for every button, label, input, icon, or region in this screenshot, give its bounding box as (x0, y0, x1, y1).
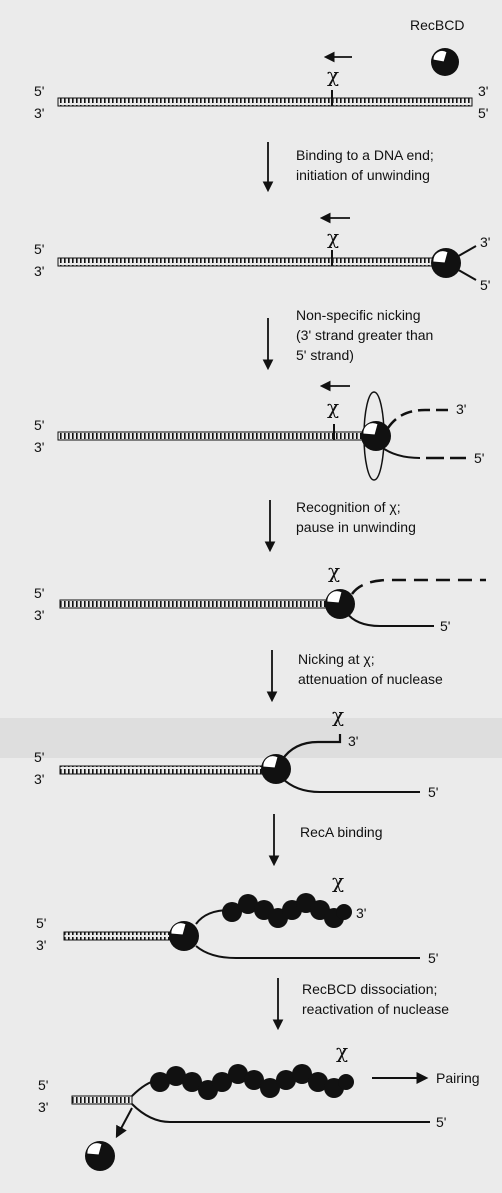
label-3prime: 3' (38, 1099, 48, 1115)
label-5prime-end: 5' (474, 450, 484, 466)
label-5prime-end: 5' (428, 784, 438, 800)
step-5-text: RecA binding (300, 824, 383, 840)
step-1-text: Binding to a DNA end; initiation of unwi… (296, 147, 438, 183)
duplex-dna (58, 258, 446, 266)
label-3prime: 3' (34, 771, 44, 787)
strand-5prime (196, 946, 420, 958)
recbcd-enzyme (261, 754, 291, 784)
reca-filament (150, 1064, 354, 1100)
strand-3prime-dashed (388, 410, 450, 428)
label-5prime-left: 5' (34, 83, 44, 99)
label-3prime-end: 3' (480, 234, 490, 250)
chi-symbol: χ (336, 1039, 348, 1063)
duplex-dna (58, 98, 472, 106)
stage-3-dna: 5' 3' χ 3' 5' (34, 386, 484, 480)
dissociation-arrow (117, 1108, 132, 1136)
chi-symbol: χ (332, 703, 344, 727)
stage-1-dna: 5' 3' 3' 5' χ RecBCD (34, 17, 488, 121)
chi-symbol: χ (327, 225, 339, 249)
label-3prime-end: 3' (356, 905, 366, 921)
recbcd-enzyme (361, 421, 391, 451)
step-3-text: Recognition of χ; pause in unwinding (296, 499, 416, 535)
recbcd-enzyme (325, 589, 355, 619)
label-5prime: 5' (34, 241, 44, 257)
strand-5prime (380, 446, 420, 458)
label-5prime-end: 5' (428, 950, 438, 966)
duplex-dna (72, 1096, 132, 1104)
step-4-text: Nicking at χ; attenuation of nuclease (298, 651, 443, 687)
recbcd-enzyme (431, 48, 459, 76)
stage-4-dna: 5' 3' χ 5' (34, 559, 486, 634)
label-3prime-right: 3' (478, 83, 488, 99)
label-5prime-end: 5' (480, 277, 490, 293)
stage-2-dna: 5' 3' χ 3' 5' (34, 218, 490, 293)
strand-5prime (132, 1104, 430, 1122)
label-5prime: 5' (36, 915, 46, 931)
label-3prime-end: 3' (456, 401, 466, 417)
chi-symbol: χ (327, 395, 339, 419)
recbcd-label: RecBCD (410, 17, 464, 33)
step-2-text: Non-specific nicking (3' strand greater … (296, 307, 437, 363)
chi-symbol: χ (327, 63, 339, 87)
label-3prime: 3' (36, 937, 46, 953)
label-5prime-end: 5' (440, 618, 450, 634)
label-5prime: 5' (34, 749, 44, 765)
background-band (0, 718, 502, 758)
duplex-dna (60, 600, 336, 608)
recbcd-enzyme (431, 248, 461, 278)
label-3prime-end: 3' (348, 733, 358, 749)
label-5prime-end: 5' (436, 1114, 446, 1130)
strand-5prime (346, 612, 434, 626)
label-5prime: 5' (34, 585, 44, 601)
label-3prime: 3' (34, 263, 44, 279)
strand-3prime-dashed (352, 580, 486, 594)
chi-symbol: χ (328, 559, 340, 583)
label-3prime-left: 3' (34, 105, 44, 121)
recbcd-enzyme (169, 921, 199, 951)
chi-symbol: χ (332, 869, 344, 893)
stage-7-dna: 5' 3' χ Pairing 5' (38, 1039, 480, 1171)
step-6-text: RecBCD dissociation; reactivation of nuc… (302, 981, 449, 1017)
label-5prime: 5' (38, 1077, 48, 1093)
duplex-dna (64, 932, 176, 940)
pairing-label: Pairing (436, 1070, 480, 1086)
duplex-dna (58, 432, 368, 440)
duplex-dna (60, 766, 270, 774)
strand-5prime (282, 778, 420, 792)
label-3prime: 3' (34, 439, 44, 455)
recbcd-enzyme-free (85, 1141, 115, 1171)
reca-filament (222, 893, 352, 928)
label-5prime: 5' (34, 417, 44, 433)
label-3prime: 3' (34, 607, 44, 623)
label-5prime-right: 5' (478, 105, 488, 121)
stage-6-dna: 5' 3' χ 3' 5' (36, 869, 438, 966)
